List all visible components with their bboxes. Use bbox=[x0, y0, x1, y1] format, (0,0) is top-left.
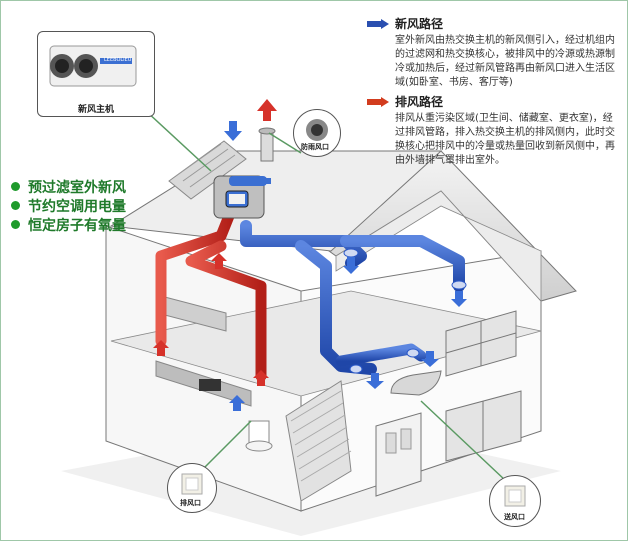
feature-text: 节约空调用电量 bbox=[28, 198, 126, 215]
callout-leaders bbox=[145, 110, 507, 482]
front-door bbox=[375, 412, 422, 497]
feature-list: 预过滤室外新风 节约空调用电量 恒定房子有氧量 bbox=[11, 177, 126, 234]
bullet-icon bbox=[11, 201, 20, 210]
feature-item: 节约空调用电量 bbox=[11, 196, 126, 215]
main-unit-label: 新风主机 bbox=[78, 105, 115, 115]
feature-item: 预过滤室外新风 bbox=[11, 177, 126, 196]
fresh-air-description: 室外新风由热交换主机的新风侧引入，经过机组内的过滤网和热交换核心，被排风中的冷源… bbox=[395, 35, 615, 88]
toilet bbox=[245, 420, 273, 452]
supply-vent-label: 送风口 bbox=[504, 513, 525, 521]
feature-text: 预过滤室外新风 bbox=[28, 179, 126, 196]
supply-outlets bbox=[343, 248, 467, 374]
rain-cap-label: 防雨风口 bbox=[301, 143, 329, 151]
exhaust-air-description: 排风从重污染区域(卫生间、储藏室、更衣室)，经过排风管路，排入热交换主机的排风侧… bbox=[395, 113, 615, 166]
upper-window bbox=[445, 310, 517, 377]
rain-cap-icon bbox=[306, 119, 328, 141]
exhaust-vent-label: 排风口 bbox=[180, 499, 201, 507]
fresh-air-heading: 新风路径 bbox=[395, 17, 444, 31]
main-unit-callout: LEEBOLIEU 新风主机 bbox=[37, 31, 155, 117]
bullet-icon bbox=[11, 182, 20, 191]
supply-vent-callout: 送风口 bbox=[489, 475, 541, 527]
exhaust-vent-icon bbox=[181, 473, 203, 495]
supply-vent-icon bbox=[504, 485, 526, 507]
exhaust-vent-callout: 排风口 bbox=[167, 463, 217, 513]
exhaust-air-heading: 排风路径 bbox=[395, 95, 444, 109]
main-unit-roof bbox=[213, 175, 271, 219]
supply-arrows bbox=[224, 121, 467, 411]
exterior-exhaust-hood bbox=[390, 370, 442, 396]
rain-cap-callout: 防雨风口 bbox=[293, 109, 341, 157]
lower-window bbox=[445, 390, 522, 462]
roof-tiles bbox=[168, 140, 247, 200]
brand-text: LEEBOLIEU bbox=[104, 57, 132, 63]
exhaust-arrows bbox=[153, 99, 277, 386]
feature-item: 恒定房子有氧量 bbox=[11, 215, 126, 234]
exhaust-air-arrow-icon bbox=[367, 96, 389, 107]
bullet-icon bbox=[11, 220, 20, 229]
main-unit-image bbox=[49, 45, 137, 87]
vent-stack bbox=[258, 127, 276, 162]
gable-face bbox=[335, 190, 542, 303]
fresh-air-arrow-icon bbox=[367, 18, 389, 29]
fresh-air-legend: 新风路径 室外新风由热交换主机的新风侧引入，经过机组内的过滤网和热交换核心，被排… bbox=[367, 15, 619, 90]
staircase bbox=[285, 380, 352, 502]
exhaust-air-legend: 排风路径 排风从重污染区域(卫生间、储藏室、更衣室)，经过排风管路，排入热交换主… bbox=[367, 93, 619, 168]
feature-text: 恒定房子有氧量 bbox=[28, 217, 126, 234]
kitchen-cabinets bbox=[155, 295, 252, 407]
